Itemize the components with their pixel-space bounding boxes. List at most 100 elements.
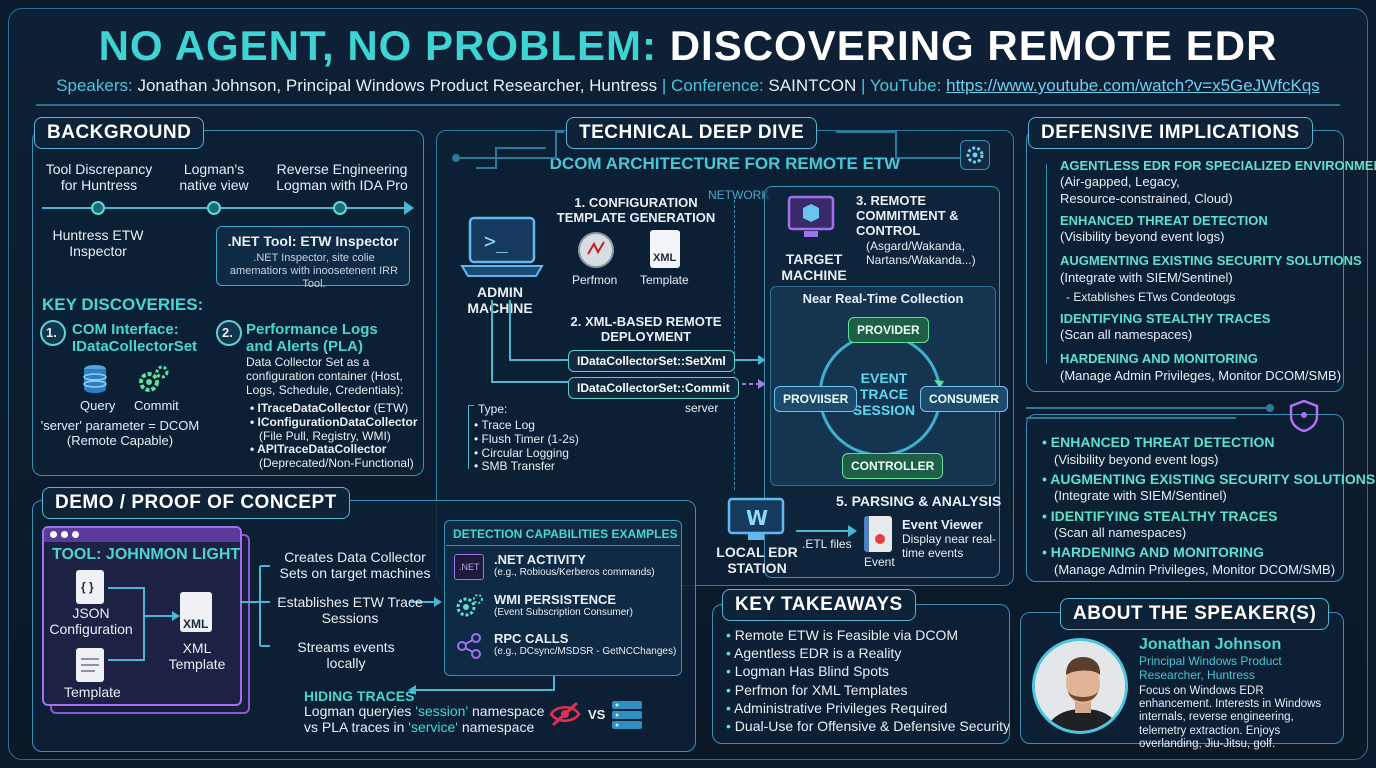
detect-desc-2: (Event Subscription Consumer) bbox=[494, 607, 633, 618]
eye-slash-icon bbox=[548, 700, 582, 728]
demo-step-1: Creates Data Collector Sets on target ma… bbox=[279, 549, 431, 582]
vs-label: VS bbox=[588, 707, 606, 722]
server-label: server bbox=[685, 401, 719, 415]
discovery-1-title: COM Interface: IDataCollectorSet bbox=[72, 321, 198, 356]
xml-template-label: XML Template bbox=[168, 640, 226, 673]
server-stack-icon bbox=[610, 700, 644, 730]
collector-item: • ITraceDataCollector (ETW) bbox=[250, 401, 409, 415]
xml-file-icon-label: XML bbox=[653, 252, 677, 264]
perfmon-label: Perfmon bbox=[572, 273, 618, 287]
speaker-role: Principal Windows Product Researcher, Hu… bbox=[1139, 654, 1282, 682]
etw-inspector-desc: .NET Inspector, site colie amematiors wi… bbox=[229, 252, 399, 291]
type-item: • Trace Log bbox=[474, 418, 535, 432]
xml-file-icon bbox=[650, 230, 680, 268]
type-label: Type: bbox=[478, 402, 508, 416]
query-label: Query bbox=[80, 398, 116, 413]
demo-tool-arrows bbox=[108, 587, 180, 661]
def-heading: HARDENING AND MONITORING bbox=[1060, 351, 1258, 367]
discovery-2-number: 2. bbox=[222, 325, 233, 340]
detect-title-3: RPC CALLS bbox=[494, 631, 569, 646]
subtitle: Speakers: Jonathan Johnson, Principal Wi… bbox=[0, 76, 1376, 96]
discovery-2-badge bbox=[216, 320, 242, 346]
conference-label: | Conference: bbox=[661, 76, 764, 95]
etw-inspector-box bbox=[216, 226, 410, 286]
local-edr-icon: W bbox=[726, 496, 786, 542]
deploy-arrows bbox=[491, 300, 766, 389]
page-title: NO AGENT, NO PROBLEM: DISCOVERING REMOTE… bbox=[0, 22, 1376, 70]
detect-desc-1: (e.g., Robious/Kerberos commands) bbox=[494, 567, 655, 578]
svg-text:W: W bbox=[746, 506, 768, 530]
target-machine-label: TARGET MACHINE bbox=[781, 251, 847, 284]
demo-step-2: Establishes ETW Trace Sessions bbox=[277, 594, 423, 627]
def-subpoint: - Extablishes ETws Condeotogs bbox=[1066, 289, 1236, 304]
wmi-gear-icon bbox=[454, 592, 484, 620]
title-part1: NO AGENT, NO PROBLEM: bbox=[98, 22, 658, 69]
json-file-icon-label: { } bbox=[81, 580, 94, 594]
discovery-1-badge bbox=[40, 320, 66, 346]
def-heading: AUGMENTING EXISTING SECURITY SOLUTIONS bbox=[1060, 253, 1362, 269]
def2-heading: • HARDENING AND MONITORING bbox=[1042, 544, 1264, 561]
detect-title-1: .NET ACTIVITY bbox=[494, 552, 586, 567]
defensive-title: DEFENSIVE IMPLICATIONS bbox=[1028, 117, 1313, 149]
detect-title-2: WMI PERSISTENCE bbox=[494, 592, 617, 607]
def-sub: Resource-constrained, Cloud) bbox=[1060, 190, 1233, 206]
defensive-rail bbox=[1046, 164, 1047, 364]
hiding-arrow bbox=[408, 676, 555, 695]
etw-inspector-title: .NET Tool: ETW Inspector bbox=[227, 233, 399, 249]
background-panel bbox=[32, 130, 424, 476]
collector-item-note: (Deprecated/Non-Functional) bbox=[259, 456, 414, 471]
def2-sub: (Scan all namespaces) bbox=[1054, 525, 1187, 540]
defensive-panel bbox=[1026, 130, 1344, 392]
discovery-2-title: Performance Logs and Alerts (PLA) bbox=[246, 321, 378, 356]
speaker-bio: Focus on Windows EDR enhancement. Intere… bbox=[1139, 685, 1322, 750]
step3-note: (Asgard/Wakanda, Nartans/Wakanda...) bbox=[866, 239, 976, 267]
timeline-bottom-1: Huntress ETW Inspector bbox=[52, 227, 144, 260]
def-sub: (Integrate with SIEM/Sentinel) bbox=[1060, 269, 1233, 285]
tool-window-bar bbox=[44, 528, 240, 542]
laptop-icon: >_ bbox=[460, 216, 544, 280]
avatar bbox=[1032, 638, 1128, 734]
timeline-arrow-icon bbox=[404, 201, 414, 215]
timeline-dot-2 bbox=[207, 201, 221, 215]
consumer-node: CONSUMER bbox=[920, 386, 1009, 412]
demo-steps-arrows bbox=[240, 565, 442, 647]
type-item: • Circular Logging bbox=[474, 445, 569, 460]
step1-label: 1. CONFIGURATION TEMPLATE GENERATION bbox=[556, 195, 716, 225]
local-edr-label: LOCAL EDR STATION bbox=[716, 544, 798, 577]
timeline-dot-3 bbox=[333, 201, 347, 215]
demo-xml-file-icon-label: XML bbox=[183, 617, 209, 631]
json-file-icon bbox=[76, 570, 104, 604]
shield-icon bbox=[1286, 398, 1322, 434]
dotnet-icon-label: .NET bbox=[459, 562, 480, 572]
proviser-node: PROVIISER bbox=[774, 386, 858, 412]
event-viewer-title: Event Viewer bbox=[902, 517, 983, 532]
step2-label: 2. XML-BASED REMOTE DEPLOYMENT bbox=[570, 314, 722, 344]
defensive-panel-2 bbox=[1026, 414, 1344, 582]
takeaway-item: Remote ETW is Feasible via DCOM bbox=[726, 626, 1010, 644]
takeaway-item: Agentless EDR is a Reality bbox=[726, 644, 1010, 662]
hiding-title: HIDING TRACES bbox=[304, 688, 415, 704]
def-sub: (Scan all namespaces) bbox=[1060, 327, 1193, 342]
collector-list: • ITraceDataCollector (ETW) • IConfigura… bbox=[250, 401, 422, 471]
discovery-2-desc: Data Collector Set as a configuration co… bbox=[246, 355, 404, 397]
type-item: • Flush Timer (1-2s) bbox=[474, 431, 579, 446]
controller-node: CONTROLLER bbox=[842, 453, 944, 479]
nrt-label: Near Real-Time Collection bbox=[802, 291, 964, 306]
collector-item: • IConfigurationDataCollector bbox=[250, 414, 418, 429]
tool-name: TOOL: JOHNMON LIGHT bbox=[52, 546, 241, 563]
network-divider bbox=[734, 200, 735, 490]
youtube-link[interactable]: https://www.youtube.com/watch?v=x5GeJWfc… bbox=[946, 76, 1320, 95]
etl-arrow-head-icon bbox=[848, 525, 857, 537]
type-bracket bbox=[468, 405, 474, 469]
commit-label: Commit bbox=[134, 398, 179, 413]
takeaways-list: Remote ETW is Feasible via DCOM Agentles… bbox=[726, 626, 1010, 735]
timeline-line bbox=[42, 207, 406, 209]
speakers-value: Jonathan Johnson, Principal Windows Prod… bbox=[137, 76, 658, 95]
defensive-list: AGENTLESS EDR FOR SPECIALIZED ENVIRONMEN… bbox=[1060, 158, 1376, 384]
demo-step-3: Streams events locally bbox=[297, 639, 395, 672]
collector-item-note: (File Pull, Registry, WMI) bbox=[259, 428, 391, 443]
speakers-label: Speakers: bbox=[56, 76, 133, 95]
event-icon-label: Event bbox=[864, 555, 895, 569]
def-heading: AGENTLESS EDR FOR SPECIALIZED ENVIRONMEN… bbox=[1060, 158, 1376, 173]
rpc-share-icon bbox=[454, 632, 484, 660]
